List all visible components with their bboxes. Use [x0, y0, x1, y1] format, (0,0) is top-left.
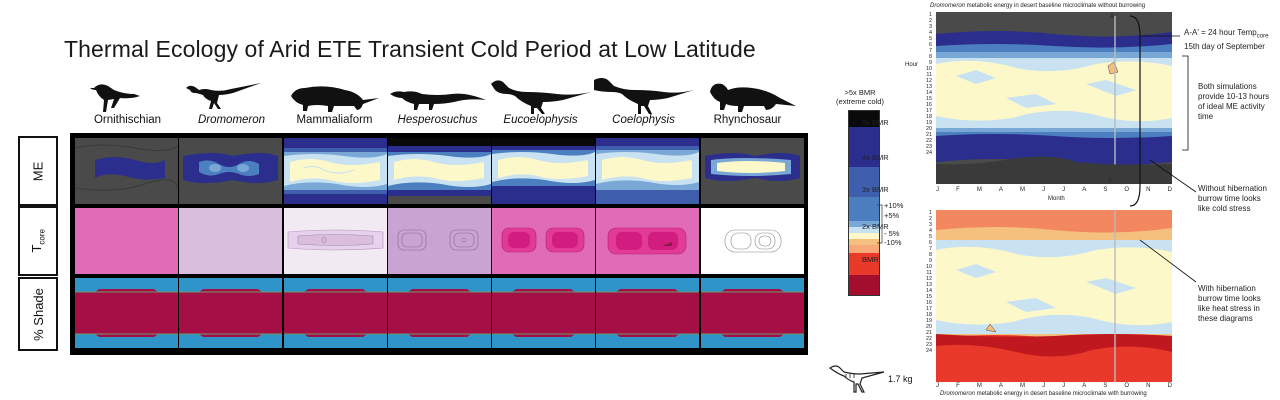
- legend-tick-2x: 2x BMR: [862, 222, 889, 231]
- legend-swatch-5x: [849, 127, 879, 167]
- shade-panel-rhynchosaur: [701, 278, 804, 348]
- panel-grid: [70, 133, 808, 355]
- tcore-panel-coelophysis: [596, 208, 699, 274]
- eucoelophysis-silhouette: [491, 80, 591, 114]
- me-panel-mammaliaform: [284, 138, 387, 204]
- legend-tick-bmr: BMR: [862, 255, 879, 264]
- skeleton-icon: [828, 365, 885, 393]
- shade-panel-dromomeron: [179, 278, 282, 348]
- species-name-rhynchosaur: Rhynchosaur: [713, 114, 782, 126]
- species-name-mammaliaform: Mammaliaform: [296, 114, 373, 126]
- legend-tick-4x: 4x BMR: [862, 153, 889, 162]
- species-name-coelophysis: Coelophysis: [612, 114, 675, 126]
- legend-colorbar: [848, 110, 880, 296]
- tcore-panel-hesperosuchus: [388, 208, 491, 274]
- top-plot-xlabel: Month: [1048, 196, 1065, 202]
- legend-swatch-minus5: [849, 239, 879, 245]
- me-panel-coelophysis: [596, 138, 699, 204]
- tcore-panel-dromomeron: [179, 208, 282, 274]
- legend-pct-minus10: -10%: [884, 238, 902, 247]
- top-contour-plot: [936, 12, 1172, 184]
- legend-bracket: [877, 204, 883, 244]
- annotation-leaders: [1129, 15, 1197, 283]
- legend-pct-minus5: - 5%: [884, 229, 900, 238]
- legend-pct-plus10: +10%: [884, 201, 904, 210]
- legend-swatch-4x: [849, 167, 879, 197]
- me-panel-eucoelophysis: [492, 138, 595, 204]
- legend-swatch-bmr: [849, 253, 879, 275]
- legend-swatch-minus10: [849, 245, 879, 253]
- shade-panel-coelophysis: [596, 278, 699, 348]
- section-marker-a-prime: A': [1108, 178, 1114, 184]
- dromomeron-silhouette: [186, 83, 261, 109]
- legend-pct-plus5: +5%: [884, 211, 900, 220]
- legend-swatch-3x: [849, 197, 879, 221]
- row-label-tcore: Tcore: [18, 206, 58, 276]
- bottom-contour-plot: [936, 210, 1172, 382]
- tcore-panel-mammaliaform: [284, 208, 387, 274]
- species-name-ornithischian: Ornithischian: [93, 114, 162, 126]
- species-name-dromomeron: Dromomeron: [197, 114, 266, 126]
- annotation-with-hibernation: With hibernation burrow time looks like …: [1198, 284, 1261, 323]
- me-panel-rhynchosaur: [701, 138, 804, 204]
- ornithischian-silhouette: [90, 84, 140, 112]
- tcore-panel-rhynchosaur: [701, 208, 804, 274]
- species-name-eucoelophysis: Eucoelophysis: [503, 114, 578, 126]
- annotation-aa: A-A' = 24 hour Tempcore 15th day of Sept…: [1184, 28, 1269, 51]
- bottom-plot-caption: Dromomeron metabolic energy in desert ba…: [940, 391, 1147, 397]
- species-name-hesperosuchus: Hesperosuchus: [397, 114, 478, 126]
- tcore-panel-eucoelophysis: [492, 208, 595, 274]
- legend-tick-3x: 3x BMR: [862, 185, 889, 194]
- shade-panel-ornithischian: [75, 278, 178, 348]
- rhynchosaur-silhouette: [710, 83, 796, 112]
- me-panel-hesperosuchus: [388, 138, 491, 204]
- section-marker-a: A: [1110, 14, 1115, 20]
- coelophysis-silhouette: [594, 78, 694, 114]
- mass-label: 1.7 kg: [888, 374, 913, 384]
- hesperosuchus-silhouette: [390, 91, 486, 110]
- legend-tick-5x: 5x BMR: [862, 118, 889, 127]
- row-label-me: ME: [18, 136, 58, 206]
- row-label-shade: % Shade: [18, 277, 58, 351]
- top-plot-ylabel: Hour: [905, 62, 919, 68]
- me-panel-ornithischian: [75, 138, 178, 204]
- legend-top-label: >5x BMR (extreme cold): [836, 88, 884, 106]
- tcore-panel-ornithischian: [75, 208, 178, 274]
- annotation-simulations: Both simulations provide 10-13 hours of …: [1198, 82, 1270, 121]
- legend-swatch-below-bmr: [849, 275, 879, 295]
- legend-swatch-plus10: [849, 221, 879, 227]
- shade-panel-eucoelophysis: [492, 278, 595, 348]
- figure-title: Thermal Ecology of Arid ETE Transient Co…: [64, 36, 756, 62]
- top-plot-caption: Dromomeron metabolic energy in desert ba…: [930, 3, 1146, 9]
- legend-swatch-extreme: [849, 111, 879, 127]
- mammaliaform-silhouette: [291, 86, 379, 112]
- me-panel-dromomeron: [179, 138, 282, 204]
- shade-panel-hesperosuchus: [388, 278, 491, 348]
- annotation-without-hibernation: Without hibernation burrow time looks li…: [1198, 184, 1267, 213]
- legend-swatch-plus5: [849, 227, 879, 233]
- shade-panel-mammaliaform: [284, 278, 387, 348]
- legend-swatch-2x: [849, 233, 879, 239]
